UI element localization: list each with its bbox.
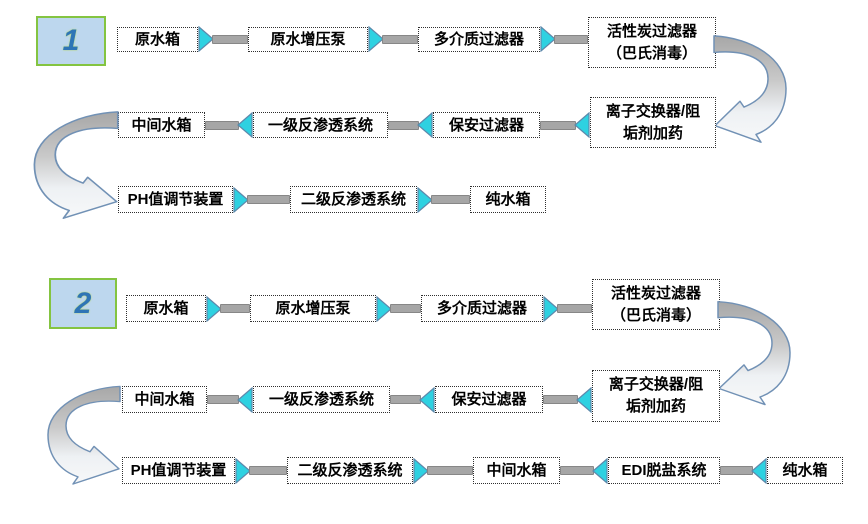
f2-node-ph-adjustment-device: PH值调节装置 bbox=[122, 457, 235, 484]
connector-bar bbox=[431, 195, 470, 204]
triangle-right-icon bbox=[198, 26, 214, 52]
f2-node-ion-exchanger-antiscalant: 离子交换器/阻 垢剂加药 bbox=[592, 370, 720, 422]
f2-node-raw-water-booster-pump: 原水增压泵 bbox=[250, 295, 376, 322]
flow-arrow-left-icon bbox=[207, 386, 253, 413]
triangle-left-icon bbox=[417, 112, 433, 138]
f2-node-security-filter: 保安过滤器 bbox=[435, 386, 543, 413]
connector-bar bbox=[388, 120, 419, 130]
connector-bar bbox=[382, 34, 418, 44]
flow2-badge: 2 bbox=[49, 278, 117, 329]
f1-node-ion-exchanger-antiscalant: 离子交换器/阻 垢剂加药 bbox=[590, 97, 716, 148]
connector-bar bbox=[247, 195, 290, 204]
connector-bar bbox=[390, 304, 421, 313]
triangle-left-icon bbox=[592, 457, 608, 484]
f1-ion-exchanger-line2: 垢剂加药 bbox=[622, 124, 683, 142]
flow-arrow-right-icon bbox=[540, 26, 588, 52]
flow-arrow-left-icon bbox=[390, 386, 435, 413]
flow-arrow-right-icon bbox=[543, 295, 592, 322]
f2-node-edi-desalting-system: EDI脱盐系统 bbox=[608, 457, 720, 484]
connector-bar bbox=[427, 466, 473, 475]
flow1-badge: 1 bbox=[36, 16, 106, 66]
f2-node-intermediate-water-tank-2: 中间水箱 bbox=[473, 457, 560, 484]
triangle-left-icon bbox=[419, 386, 435, 413]
f1-node-raw-water-tank: 原水箱 bbox=[117, 27, 198, 52]
triangle-right-icon bbox=[540, 26, 556, 52]
connector-bar bbox=[205, 120, 239, 130]
connector-bar bbox=[390, 395, 421, 404]
triangle-right-icon bbox=[233, 186, 249, 213]
f1-node-stage2-ro-system: 二级反渗透系统 bbox=[290, 186, 417, 213]
f1-node-intermediate-water-tank: 中间水箱 bbox=[118, 112, 205, 138]
flow-arrow-left-icon bbox=[540, 112, 590, 138]
triangle-right-icon bbox=[376, 295, 392, 322]
f1-ion-exchanger-line1: 离子交换器/阻 bbox=[605, 102, 701, 120]
connector-bar bbox=[554, 34, 588, 44]
flow-arrow-left-icon bbox=[205, 112, 253, 138]
f2-carbon-filter-line1: 活性炭过滤器 bbox=[610, 284, 701, 302]
f2-ion-exchanger-line1: 离子交换器/阻 bbox=[608, 376, 704, 393]
triangle-right-icon bbox=[206, 295, 222, 322]
f1-node-stage1-ro-system: 一级反渗透系统 bbox=[253, 112, 388, 138]
triangle-right-icon bbox=[235, 457, 251, 484]
f2-node-stage2-ro-system: 二级反渗透系统 bbox=[287, 457, 413, 484]
flow-arrow-left-icon bbox=[560, 457, 608, 484]
triangle-left-icon bbox=[751, 457, 767, 484]
triangle-left-icon bbox=[237, 112, 253, 138]
f1-carbon-filter-line2: （巴氏消毒） bbox=[606, 44, 697, 62]
triangle-right-icon bbox=[368, 26, 384, 52]
connector-bar bbox=[212, 34, 248, 44]
f2-node-multimedia-filter: 多介质过滤器 bbox=[421, 295, 543, 322]
connector-bar bbox=[540, 120, 576, 130]
flow-arrow-right-icon bbox=[233, 186, 290, 213]
connector-bar bbox=[207, 395, 239, 404]
flow-arrow-right-icon bbox=[206, 295, 250, 322]
connector-bar bbox=[560, 466, 594, 475]
flow-arrow-left-icon bbox=[720, 457, 767, 484]
f1-node-multimedia-filter: 多介质过滤器 bbox=[418, 27, 540, 52]
curved-arrow-down-left-icon bbox=[717, 300, 791, 406]
f1-node-activated-carbon-filter: 活性炭过滤器 （巴氏消毒） bbox=[588, 17, 716, 68]
flow-arrow-right-icon bbox=[235, 457, 287, 484]
flow-arrow-right-icon bbox=[198, 26, 248, 52]
f2-carbon-filter-line2: （巴氏消毒） bbox=[610, 306, 701, 324]
flow-arrow-right-icon bbox=[417, 186, 470, 213]
flow-arrow-right-icon bbox=[376, 295, 421, 322]
f1-node-ph-adjustment-device: PH值调节装置 bbox=[118, 186, 233, 213]
connector-bar bbox=[220, 304, 250, 313]
f2-node-pure-water-tank: 纯水箱 bbox=[767, 457, 843, 484]
f2-node-activated-carbon-filter: 活性炭过滤器 （巴氏消毒） bbox=[592, 279, 720, 330]
curved-arrow-down-right-icon bbox=[33, 111, 119, 219]
connector-bar bbox=[720, 466, 753, 475]
flow-arrow-right-icon bbox=[413, 457, 473, 484]
connector-bar bbox=[557, 304, 592, 313]
curved-arrow-down-right-icon bbox=[47, 385, 121, 485]
triangle-left-icon bbox=[576, 386, 592, 413]
flow-arrow-right-icon bbox=[368, 26, 418, 52]
flow-arrow-left-icon bbox=[388, 112, 433, 138]
curved-arrow-down-left-icon bbox=[713, 35, 787, 143]
triangle-right-icon bbox=[417, 186, 433, 213]
triangle-right-icon bbox=[413, 457, 429, 484]
flow-arrow-left-icon bbox=[543, 386, 592, 413]
triangle-left-icon bbox=[574, 112, 590, 138]
f2-node-raw-water-tank: 原水箱 bbox=[126, 295, 206, 322]
f1-carbon-filter-line1: 活性炭过滤器 bbox=[606, 22, 697, 40]
f2-node-stage1-ro-system: 一级反渗透系统 bbox=[253, 386, 390, 413]
connector-bar bbox=[249, 466, 287, 475]
f1-node-security-filter: 保安过滤器 bbox=[433, 112, 540, 138]
triangle-right-icon bbox=[543, 295, 559, 322]
f2-ion-exchanger-line2: 垢剂加药 bbox=[625, 398, 686, 415]
triangle-left-icon bbox=[237, 386, 253, 413]
f1-node-pure-water-tank: 纯水箱 bbox=[470, 186, 546, 213]
connector-bar bbox=[543, 395, 578, 404]
f1-node-raw-water-booster-pump: 原水增压泵 bbox=[248, 27, 368, 52]
f2-node-intermediate-water-tank: 中间水箱 bbox=[122, 386, 207, 413]
